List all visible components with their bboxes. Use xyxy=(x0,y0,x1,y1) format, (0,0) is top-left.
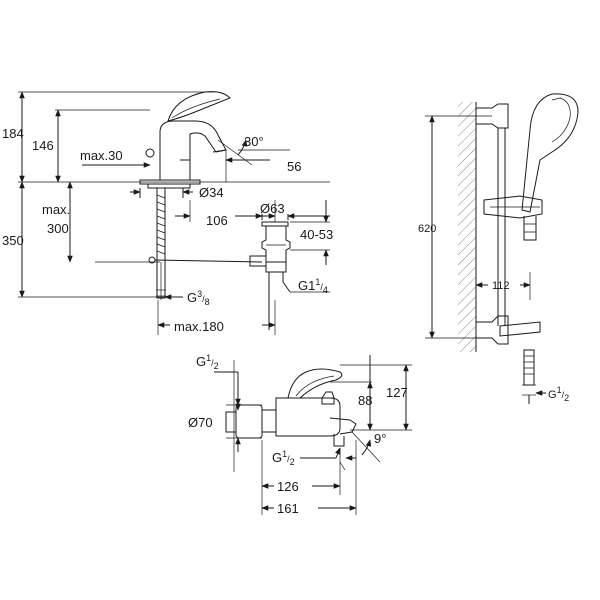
bath-rosette xyxy=(235,404,263,439)
dim-126: 126 xyxy=(277,479,299,494)
dim-max180: max.180 xyxy=(174,319,224,334)
hose-thread: G1/2 xyxy=(548,385,569,403)
dim-40-53: 40-53 xyxy=(300,227,333,242)
dim-max30: max.30 xyxy=(80,148,123,163)
bath-mixer-view: G1/2 Ø70 127 88 9° xyxy=(188,353,412,516)
dim-300: 300 xyxy=(47,221,69,236)
dim-max-label: max. xyxy=(42,202,70,217)
dim-127: 127 xyxy=(386,385,408,400)
dim-161: 161 xyxy=(277,501,299,516)
dim-184: 184 xyxy=(2,126,24,141)
bath-spout xyxy=(329,417,357,435)
dim-o63: Ø63 xyxy=(260,201,285,216)
dim-146: 146 xyxy=(32,138,54,153)
dim-o70: Ø70 xyxy=(188,415,213,430)
dim-angle-30: 30° xyxy=(244,134,264,149)
waste-thread: G11/4 xyxy=(298,277,328,295)
hand-shower xyxy=(521,93,579,213)
dim-350: 350 xyxy=(2,233,24,248)
rail-bottom-bracket xyxy=(475,315,509,345)
dim-o34: Ø34 xyxy=(199,185,224,200)
dim-112: 112 xyxy=(492,280,510,292)
wall-hatch xyxy=(458,102,476,352)
bath-thread-bottom: G1/2 xyxy=(272,449,295,467)
waste-fitting xyxy=(261,226,291,263)
basin-tap-body xyxy=(159,120,227,181)
soap-dish xyxy=(499,321,541,337)
basin-mixer-view: 184 146 max.30 350 max. 300 xyxy=(2,91,333,335)
dim-88: 88 xyxy=(358,393,372,408)
bath-mixer-lever xyxy=(287,368,343,399)
shower-set-view: 620 112 G1/2 xyxy=(418,93,579,404)
rail-slider xyxy=(483,195,543,219)
dim-106: 106 xyxy=(206,213,228,228)
bath-thread-top: G1/2 xyxy=(196,353,219,371)
supply-thread: G3/8 xyxy=(187,289,210,307)
dim-56: 56 xyxy=(287,159,301,174)
basin-tap-lever xyxy=(167,91,231,122)
dim-620: 620 xyxy=(418,223,436,235)
rail-top-bracket xyxy=(475,103,509,129)
dim-angle-9: 9° xyxy=(374,431,386,446)
